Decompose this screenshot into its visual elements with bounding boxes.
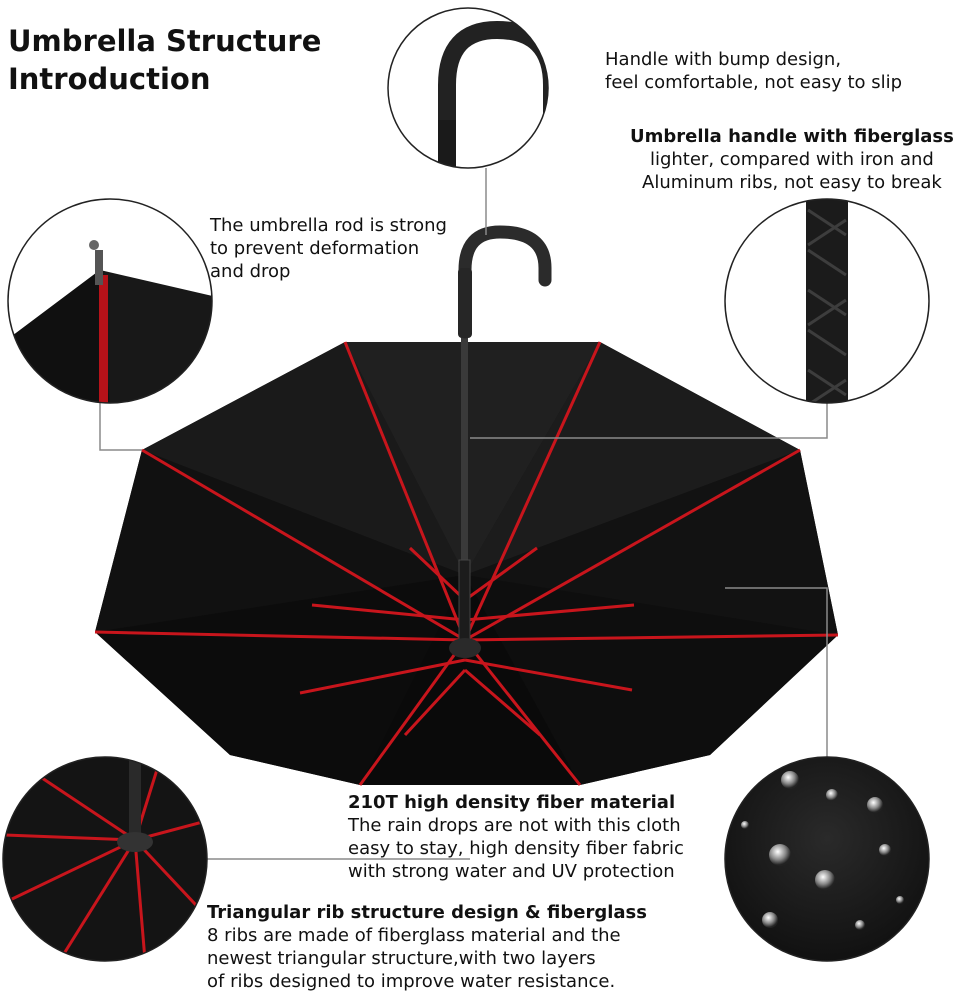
note-handle-line-1: Handle with bump design,	[605, 49, 842, 70]
note-material-line-3: with strong water and UV protection	[348, 861, 675, 882]
note-material-line-1: The rain drops are not with this cloth	[348, 815, 681, 836]
title-line-2: Introduction	[8, 62, 211, 96]
note-fiberglass-handle: Umbrella handle with fiberglass lighter,…	[630, 125, 954, 194]
note-material-heading: 210T high density fiber material	[348, 792, 676, 813]
note-rod: The umbrella rod is strong to prevent de…	[210, 214, 447, 283]
title-line-1: Umbrella Structure	[8, 24, 322, 58]
note-ribs-line-1: 8 ribs are made of fiberglass material a…	[207, 925, 621, 946]
callout-lines	[99, 168, 828, 860]
note-material: 210T high density fiber material The rai…	[348, 791, 684, 883]
note-rod-line-1: The umbrella rod is strong	[210, 215, 447, 236]
page-title: Umbrella Structure Introduction	[8, 22, 321, 98]
rib-structure-circle	[2, 756, 208, 962]
note-fiberglass-heading: Umbrella handle with fiberglass	[630, 126, 954, 147]
note-material-line-2: easy to stay, high density fiber fabric	[348, 838, 684, 859]
note-ribs-heading: Triangular rib structure design & fiberg…	[207, 902, 647, 923]
note-handle: Handle with bump design, feel comfortabl…	[605, 48, 902, 94]
note-ribs-line-3: of ribs designed to improve water resist…	[207, 971, 616, 992]
water-drops-circle	[724, 756, 930, 962]
note-handle-line-2: feel comfortable, not easy to slip	[605, 72, 903, 93]
note-rod-line-3: and drop	[210, 261, 291, 282]
rod-detail-circle	[7, 198, 213, 404]
note-fiberglass-line-1: lighter, compared with iron and	[649, 149, 934, 170]
note-ribs: Triangular rib structure design & fiberg…	[207, 901, 647, 993]
note-rod-line-2: to prevent deformation	[210, 238, 420, 259]
note-fiberglass-line-2: Aluminum ribs, not easy to break	[642, 172, 942, 193]
handle-detail-circle	[387, 7, 549, 169]
fiberglass-detail-circle	[724, 198, 930, 404]
note-ribs-line-2: newest triangular structure,with two lay…	[207, 948, 596, 969]
